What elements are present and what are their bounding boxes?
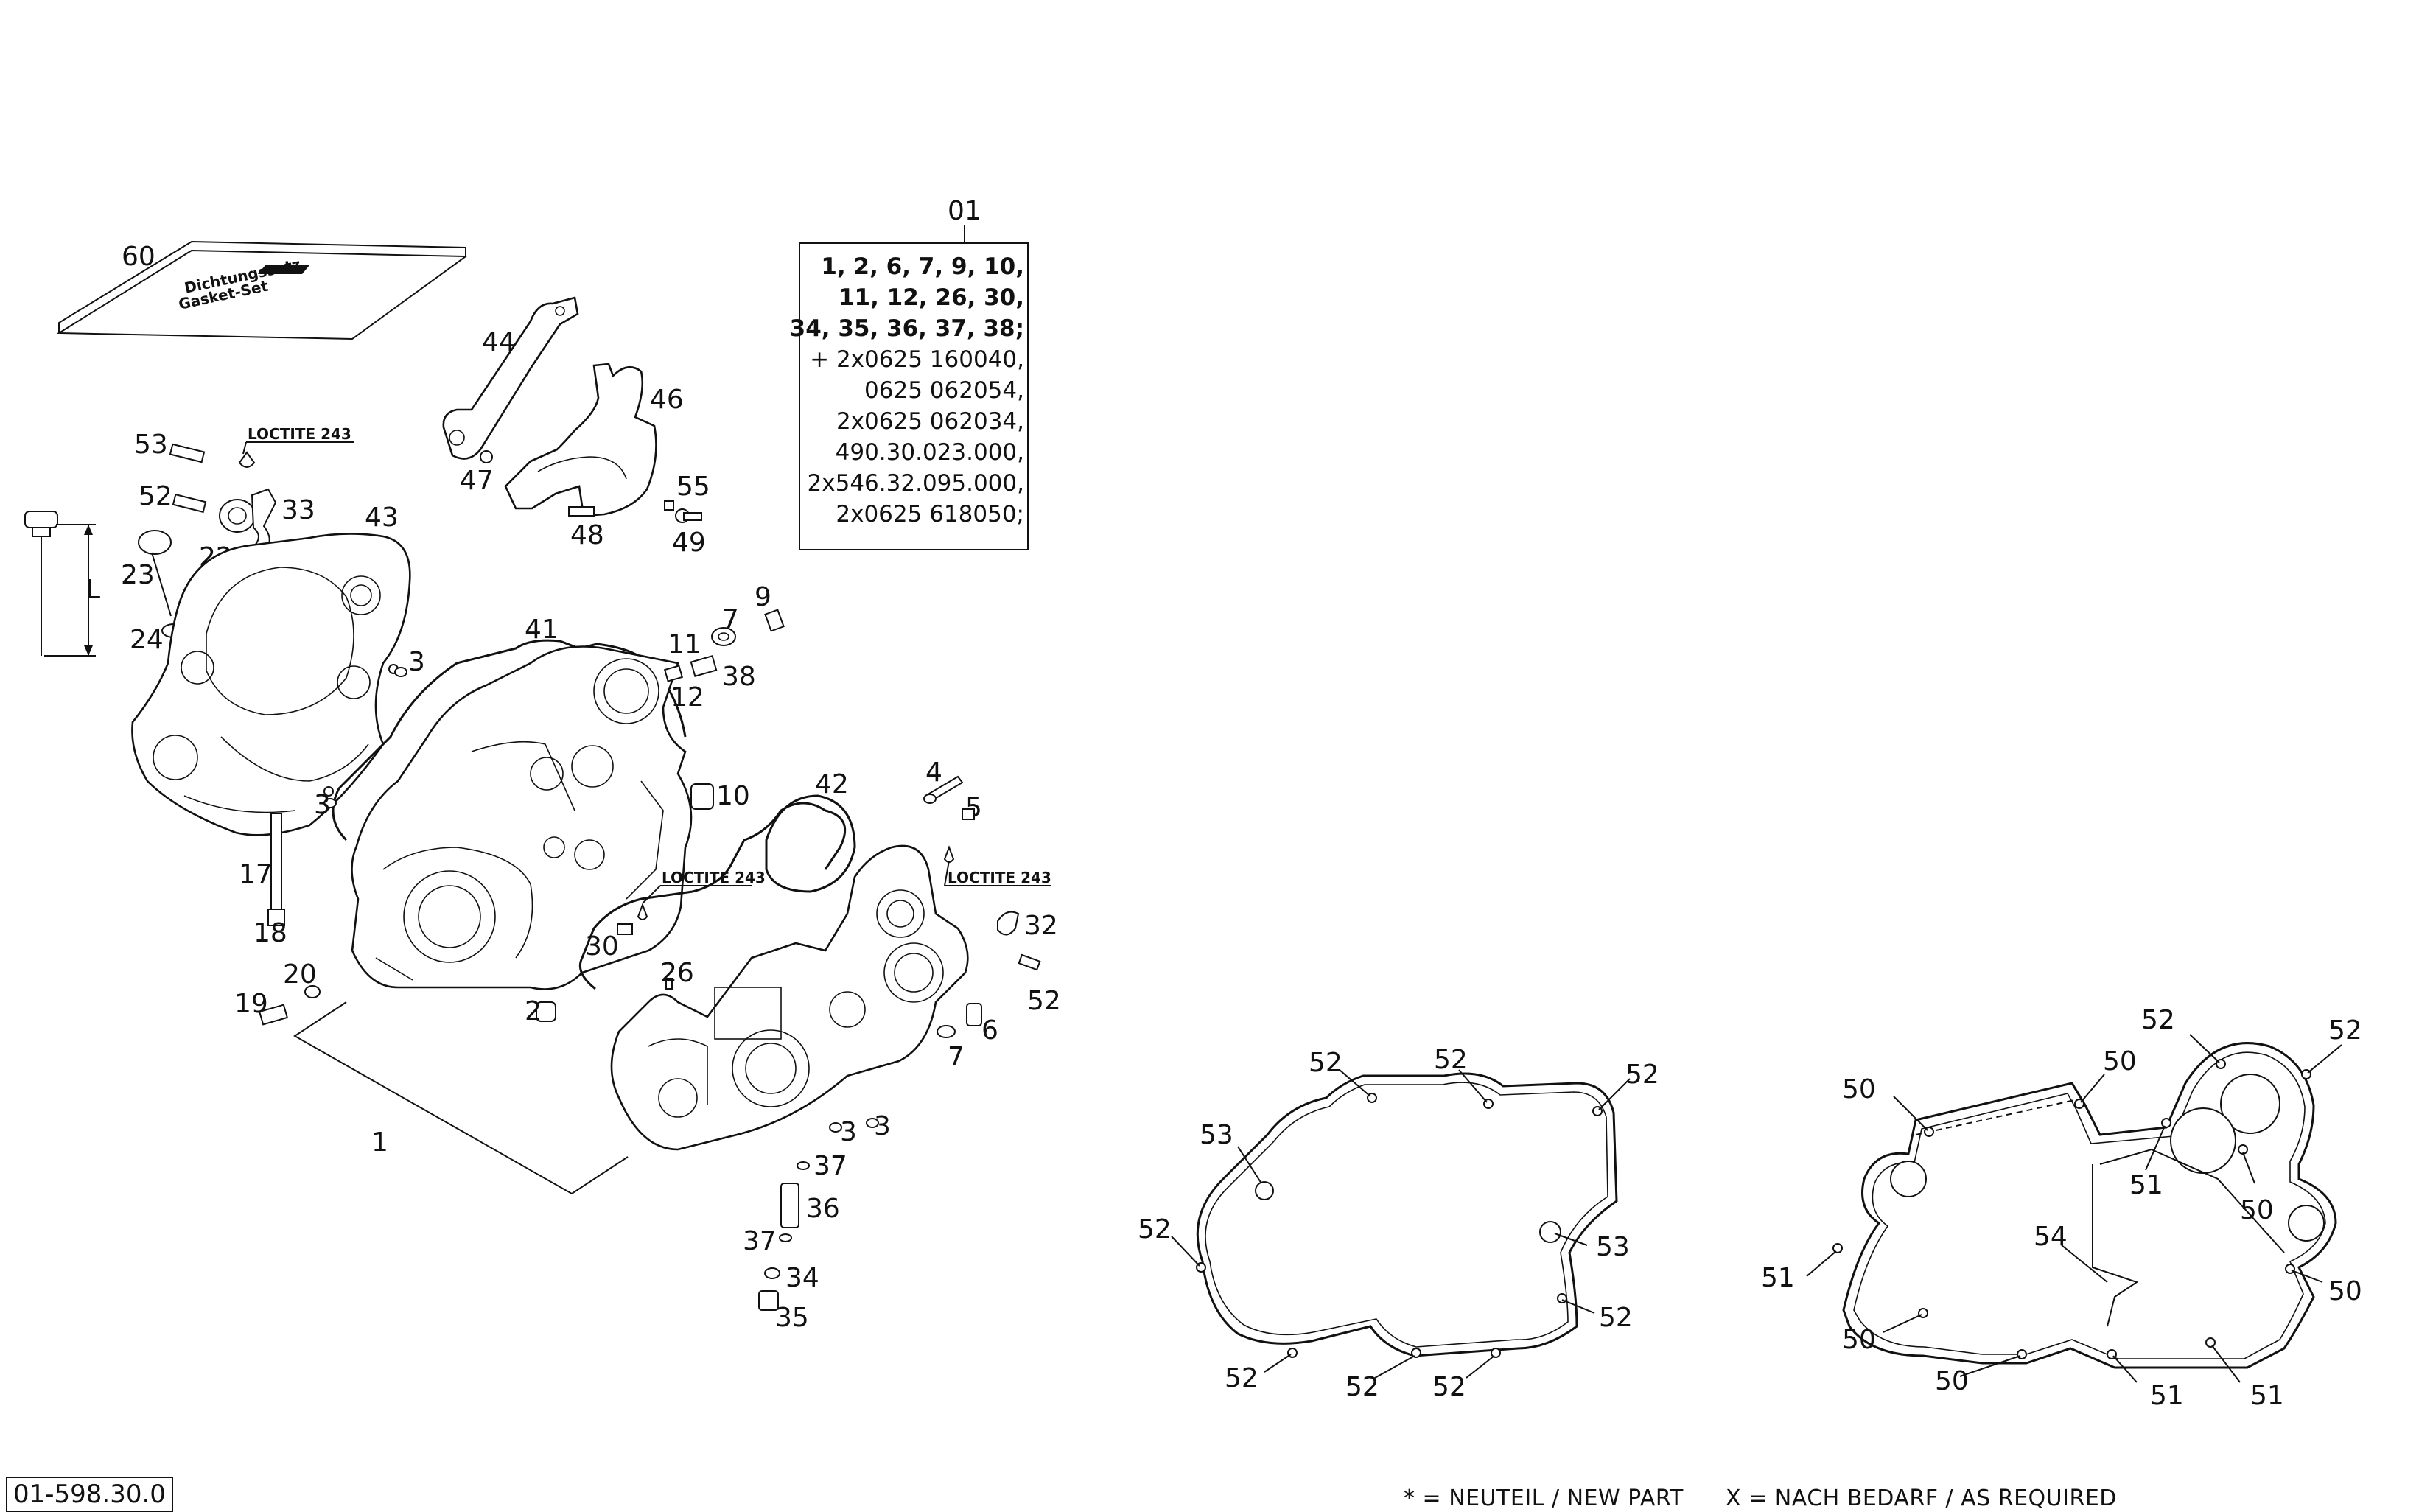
kit-line-2: 11, 12, 26, 30, [839,284,1024,311]
callout-53: 53 [134,430,168,460]
gasket-right-callout-12: 51 [2150,1381,2184,1411]
kit-line-3: 34, 35, 36, 37, 38; [790,315,1024,342]
callout-9: 9 [755,582,771,612]
bearings-and-plugs [258,609,785,1026]
kit-line-5: 0625 062054, [864,377,1024,404]
kit-line-1: 1, 2, 6, 7, 9, 10, [821,253,1024,280]
kit-line-7: 490.30.023.000, [836,439,1024,466]
lower-small-parts [758,1118,879,1311]
dipstick: L [24,511,100,657]
callout-7-lower: 7 [948,1042,965,1072]
callout-42: 42 [815,769,849,799]
gasket-right-callout-4: 50 [2103,1046,2137,1077]
callout-49: 49 [672,528,706,558]
gasket-left-callout-9: 52 [1345,1372,1379,1402]
left-crankcase-half [578,794,969,1151]
callout-1: 1 [371,1127,388,1158]
ignition-bracket [442,296,702,523]
right-crankcase-half [351,645,693,990]
gasket-right-callout-9: 50 [2328,1276,2362,1306]
callout-48: 48 [570,520,604,550]
gasket-right-callout-1: 52 [2141,1005,2175,1035]
kit-line-4: + 2x0625 160040, [810,346,1024,373]
gasket-right-callout-6: 50 [2240,1195,2274,1225]
callout-17: 17 [239,859,273,889]
callout-26: 26 [660,958,694,988]
callout-55: 55 [676,472,710,502]
callout-3-upper: 3 [408,647,425,677]
kit-label: 01 [948,196,981,226]
callout-4: 4 [925,757,942,788]
kit-line-8: 2x546.32.095.000, [808,470,1024,497]
callout-32: 32 [1024,911,1058,941]
gasket-left-callout-6: 53 [1596,1232,1630,1262]
gasket-right-callout-3: 50 [1842,1074,1876,1105]
callout-18: 18 [253,918,287,948]
gasket-right-callout-11: 50 [1935,1366,1969,1396]
crankcase-gasket-callouts: 52 52 50 50 51 50 54 51 50 50 50 51 51 [1761,1005,2362,1411]
callout-60: 60 [122,242,155,272]
callout-2: 2 [525,996,542,1026]
gasket-left-callout-3: 52 [1625,1060,1659,1090]
callout-11: 11 [668,629,701,659]
callout-46: 46 [650,385,684,415]
loctite-label-3: LOCTITE 243 [948,869,1051,886]
gasket-left-callout-8: 52 [1225,1363,1258,1393]
callout-6: 6 [981,1015,998,1046]
gasket-right-callout-13: 51 [2250,1381,2284,1411]
gasket-right-callout-5: 51 [2129,1170,2163,1200]
kit-line-9: 2x0625 618050; [836,501,1024,528]
callout-20: 20 [283,959,317,990]
callout-35: 35 [775,1303,809,1333]
loctite-label-1: LOCTITE 243 [248,425,351,443]
callout-3-lower-b: 3 [874,1111,891,1141]
callout-3-mid: 3 [314,790,331,820]
gasket-left-callout-10: 52 [1432,1372,1466,1402]
callout-37-lower: 37 [743,1226,777,1256]
drawing-number: 01-598.30.0 [6,1477,173,1512]
gasket-right-callout-7: 54 [2034,1222,2068,1252]
kit-line-6: 2x0625 062034, [836,408,1024,435]
gasket-set-card: Dichtungssatz Gasket-Set [56,240,468,340]
gasket-right-callout-2: 52 [2328,1015,2362,1046]
callout-52-right: 52 [1027,986,1061,1016]
clutch-gasket-callouts: 52 52 52 53 52 53 52 52 52 52 [1138,1045,1659,1402]
callout-47: 47 [460,466,494,496]
callout-37-upper: 37 [813,1151,847,1181]
gasket-left-callout-2: 52 [1434,1045,1468,1075]
gasket-left-callout-7: 52 [1599,1303,1633,1333]
callout-44: 44 [482,327,516,357]
crankcase-gasket-outline [1806,1034,2342,1383]
callout-38: 38 [722,662,756,692]
legend-as-required: X = NACH BEDARF / AS REQUIRED [1726,1485,2117,1511]
gasket-left-callout-1: 52 [1309,1048,1342,1078]
gasket-right-callout-8: 51 [1761,1263,1795,1293]
callout-7-upper: 7 [722,604,739,634]
callout-3-lower-a: 3 [840,1117,857,1147]
repair-kit-box: 01 1, 2, 6, 7, 9, 10, 11, 12, 26, 30, 34… [790,196,1029,550]
callout-23: 23 [121,560,155,590]
callout-34: 34 [785,1263,819,1293]
callout-43: 43 [365,503,399,533]
callout-10: 10 [716,781,750,811]
gasket-left-callout-5: 52 [1138,1214,1172,1245]
callout-12: 12 [671,682,704,713]
loctite-markers: LOCTITE 243 LOCTITE 243 [536,775,1051,1038]
gasket-left-callout-4: 53 [1200,1120,1233,1150]
callout-36: 36 [806,1194,840,1224]
callout-33: 33 [281,495,315,525]
callout-19: 19 [234,989,268,1019]
dimension-L: L [85,575,100,605]
clutch-gasket-outline [1171,1069,1631,1379]
assembly-bracket [293,1001,629,1195]
legend-new-part: * = NEUTEIL / NEW PART [1404,1485,1684,1511]
gasket-right-callout-10: 50 [1842,1325,1876,1355]
callout-24: 24 [130,625,164,655]
clutch-cover [131,533,411,836]
callout-30: 30 [585,931,619,962]
callout-52: 52 [139,481,172,511]
loctite-label-2: LOCTITE 243 [662,869,766,886]
callout-41: 41 [525,615,559,645]
